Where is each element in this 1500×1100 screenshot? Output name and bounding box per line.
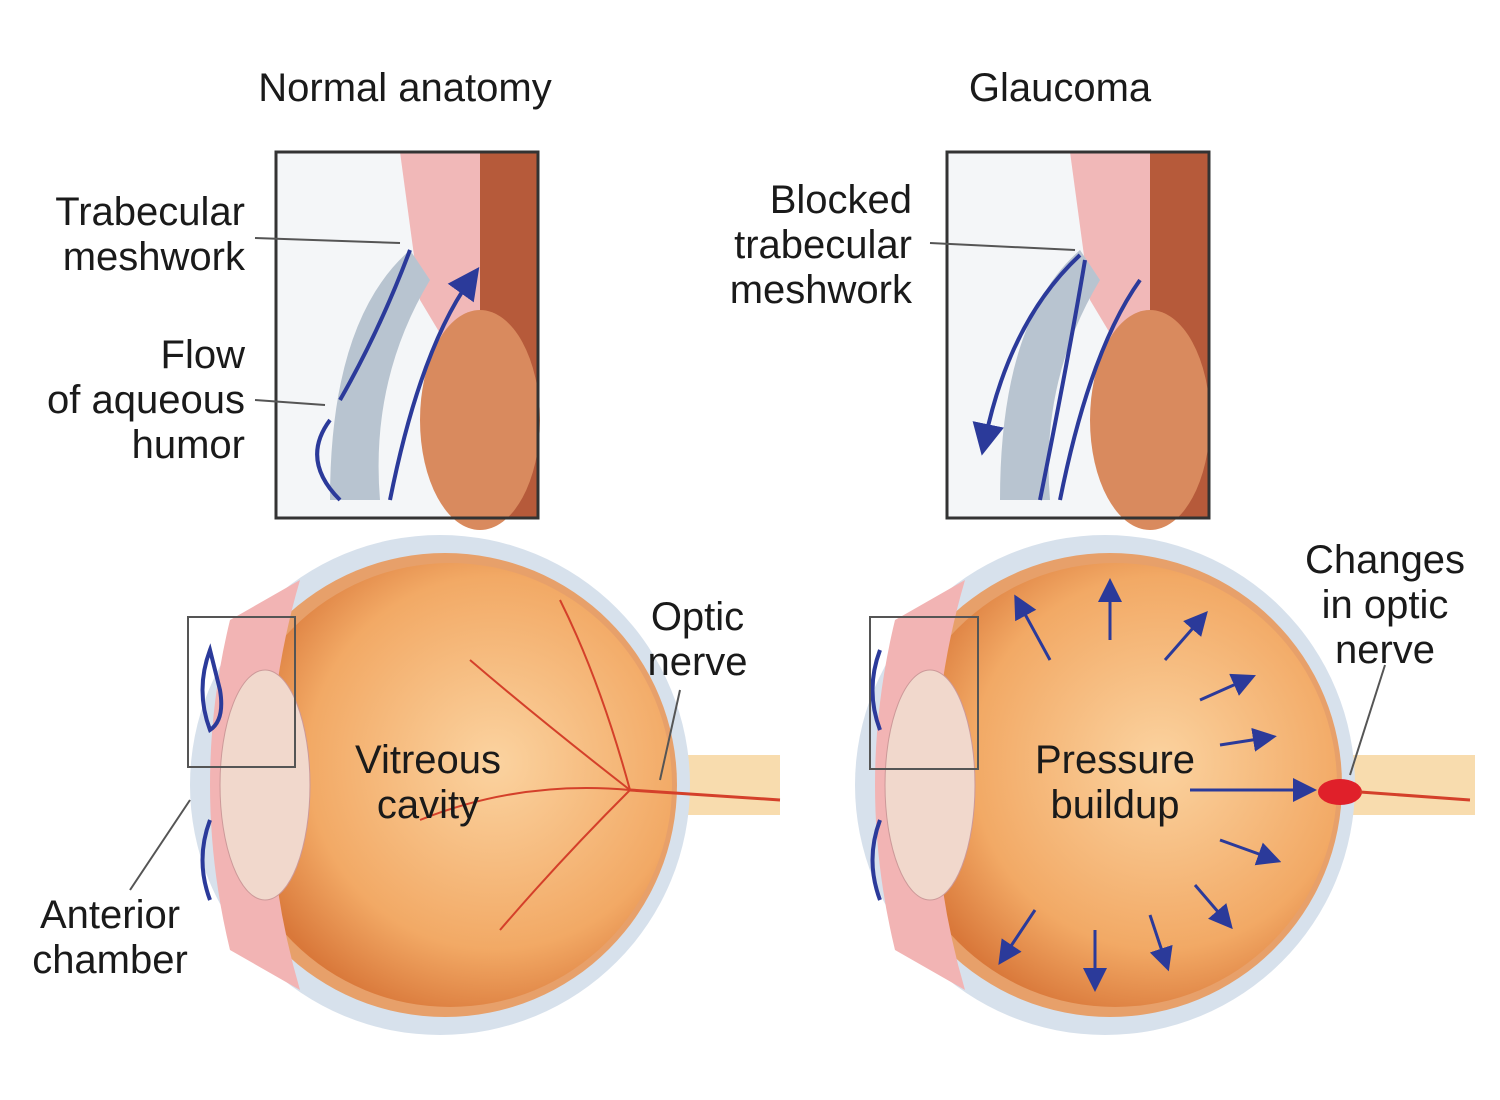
label-blocked-trabecular-meshwork: Blocked trabecular meshwork	[729, 178, 912, 312]
glaucoma-inset	[929, 150, 1211, 530]
label-changes-in-optic-nerve: Changes in optic nerve	[1304, 538, 1466, 672]
label-optic-nerve: Optic nerve	[647, 595, 748, 684]
label-pressure-buildup: Pressure buildup	[1034, 738, 1196, 827]
label-vitreous-cavity: Vitreous cavity	[354, 738, 501, 827]
title-normal-anatomy: Normal anatomy	[258, 66, 552, 110]
label-trabecular-meshwork: Trabecular meshwork	[55, 190, 245, 279]
label-anterior-chamber: Anterior chamber	[32, 893, 188, 982]
normal-eye	[129, 535, 781, 1035]
label-flow-aqueous-humor: Flow of aqueous humor	[47, 333, 245, 467]
normal-inset	[254, 150, 540, 530]
glaucoma-eye	[855, 535, 1475, 1035]
title-glaucoma: Glaucoma	[968, 66, 1152, 110]
